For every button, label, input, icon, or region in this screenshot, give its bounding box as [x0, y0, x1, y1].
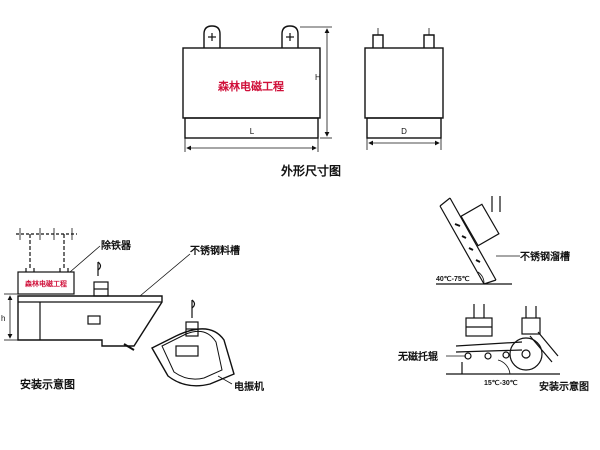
- installation-right-belt: [446, 304, 560, 375]
- installation-right-chute: [436, 196, 520, 285]
- outline-front-view: [182, 25, 332, 152]
- iron-remover-body: [17, 271, 75, 295]
- dimension-small-h-label: h: [1, 314, 5, 323]
- label-stainless-trough-left: 不锈钢料槽: [190, 244, 240, 257]
- feeder-trough: [17, 295, 163, 347]
- stainless-chute: [439, 197, 497, 285]
- label-chute-angle: 40℃-75℃: [436, 275, 470, 283]
- conveyor-belt: [455, 341, 523, 347]
- vibration-motor-body: [151, 328, 235, 387]
- installation-left: [4, 228, 235, 387]
- front-base: [184, 117, 319, 139]
- side-base: [366, 117, 442, 139]
- outline-figure-title: 外形尺寸图: [281, 163, 341, 178]
- remover-on-chute: [460, 203, 500, 247]
- dimension-l-label: L: [250, 127, 255, 136]
- installation-right-title: 安装示意图: [539, 380, 589, 393]
- outline-side-view: [364, 28, 444, 150]
- label-nonmagnetic-roller: 无磁托辊: [397, 350, 438, 363]
- side-body: [364, 47, 444, 119]
- installation-left-title: 安装示意图: [20, 377, 75, 391]
- lifting-lug-left: [203, 25, 221, 48]
- nameplate-text: 森林电磁工程: [218, 79, 284, 93]
- dimension-d-label: D: [401, 127, 407, 136]
- label-stainless-chute: 不锈钢溜槽: [520, 250, 570, 263]
- dimension-h-label: H: [315, 73, 321, 82]
- label-belt-angle: 15℃-30℃: [484, 379, 518, 387]
- side-lug-right: [423, 34, 435, 48]
- label-vibration-motor: 电振机: [234, 380, 264, 393]
- nameplate-small-text: 森林电磁工程: [25, 279, 67, 288]
- lifting-lug-right: [281, 25, 299, 48]
- label-iron-remover: 除铁器: [101, 239, 132, 252]
- side-lug-left: [372, 34, 384, 48]
- head-pulley: [509, 337, 543, 371]
